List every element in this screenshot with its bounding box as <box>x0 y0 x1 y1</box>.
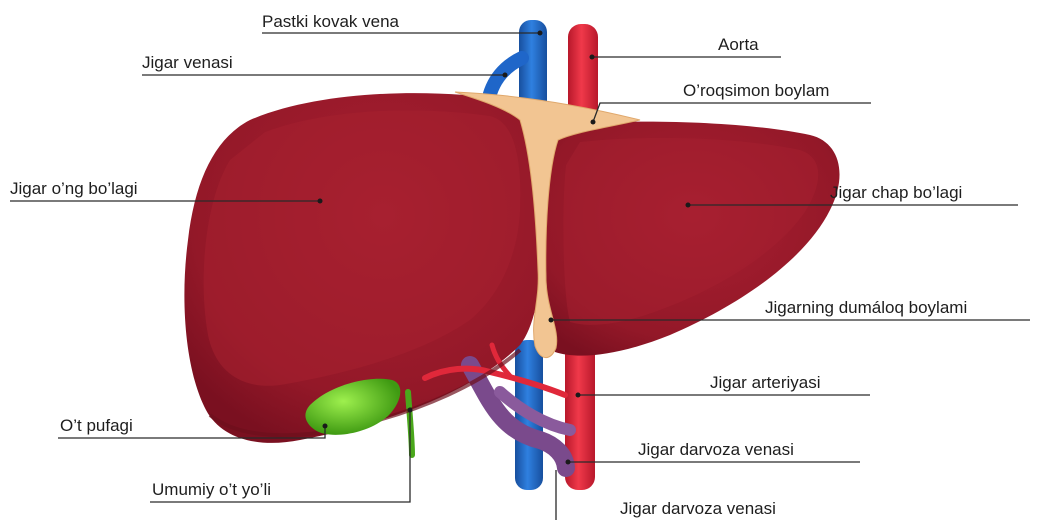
label-hepatic-artery: Jigar arteriyasi <box>710 373 821 392</box>
left-lobe-highlight <box>563 138 818 325</box>
label-ivc: Pastki kovak vena <box>262 12 400 31</box>
label-common-bile-duct: Umumiy o’t yo’li <box>152 480 271 499</box>
label-left-lobe: Jigar chap bo’lagi <box>830 183 962 202</box>
label-right-lobe: Jigar o’ng bo’lagi <box>10 179 138 198</box>
label-aorta: Aorta <box>718 35 759 54</box>
label-gallbladder: O’t pufagi <box>60 416 133 435</box>
label-falciform-ligament: O’roqsimon boylam <box>683 81 829 100</box>
label-portal-vein-2: Jigar darvoza venasi <box>620 499 776 518</box>
label-round-ligament: Jigarning dumáloq boylami <box>765 298 967 317</box>
label-portal-vein-1: Jigar darvoza venasi <box>638 440 794 459</box>
label-hepatic-vein: Jigar venasi <box>142 53 233 72</box>
